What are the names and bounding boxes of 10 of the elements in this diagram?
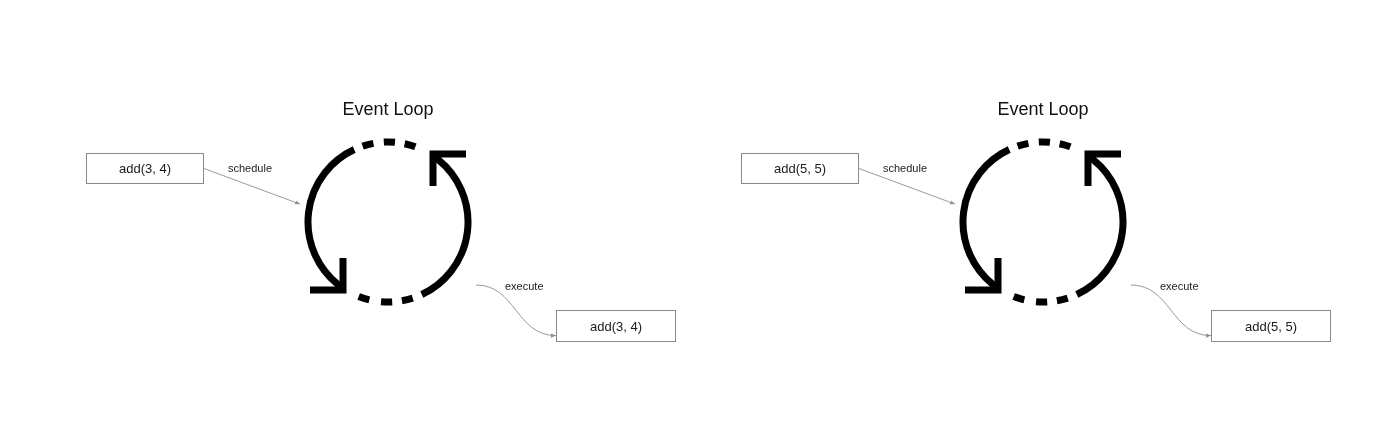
- call-box: add(5, 5): [1211, 310, 1331, 342]
- edge-label: schedule: [882, 161, 929, 175]
- edge-label: execute: [1159, 280, 1200, 293]
- loop-title: Event Loop: [342, 99, 434, 120]
- call-box: add(5, 5): [741, 153, 859, 184]
- call-box: add(3, 4): [556, 310, 676, 342]
- edge-label: execute: [504, 280, 545, 293]
- loop-title: Event Loop: [997, 99, 1089, 120]
- call-box: add(3, 4): [86, 153, 204, 184]
- edge-label: schedule: [227, 161, 274, 175]
